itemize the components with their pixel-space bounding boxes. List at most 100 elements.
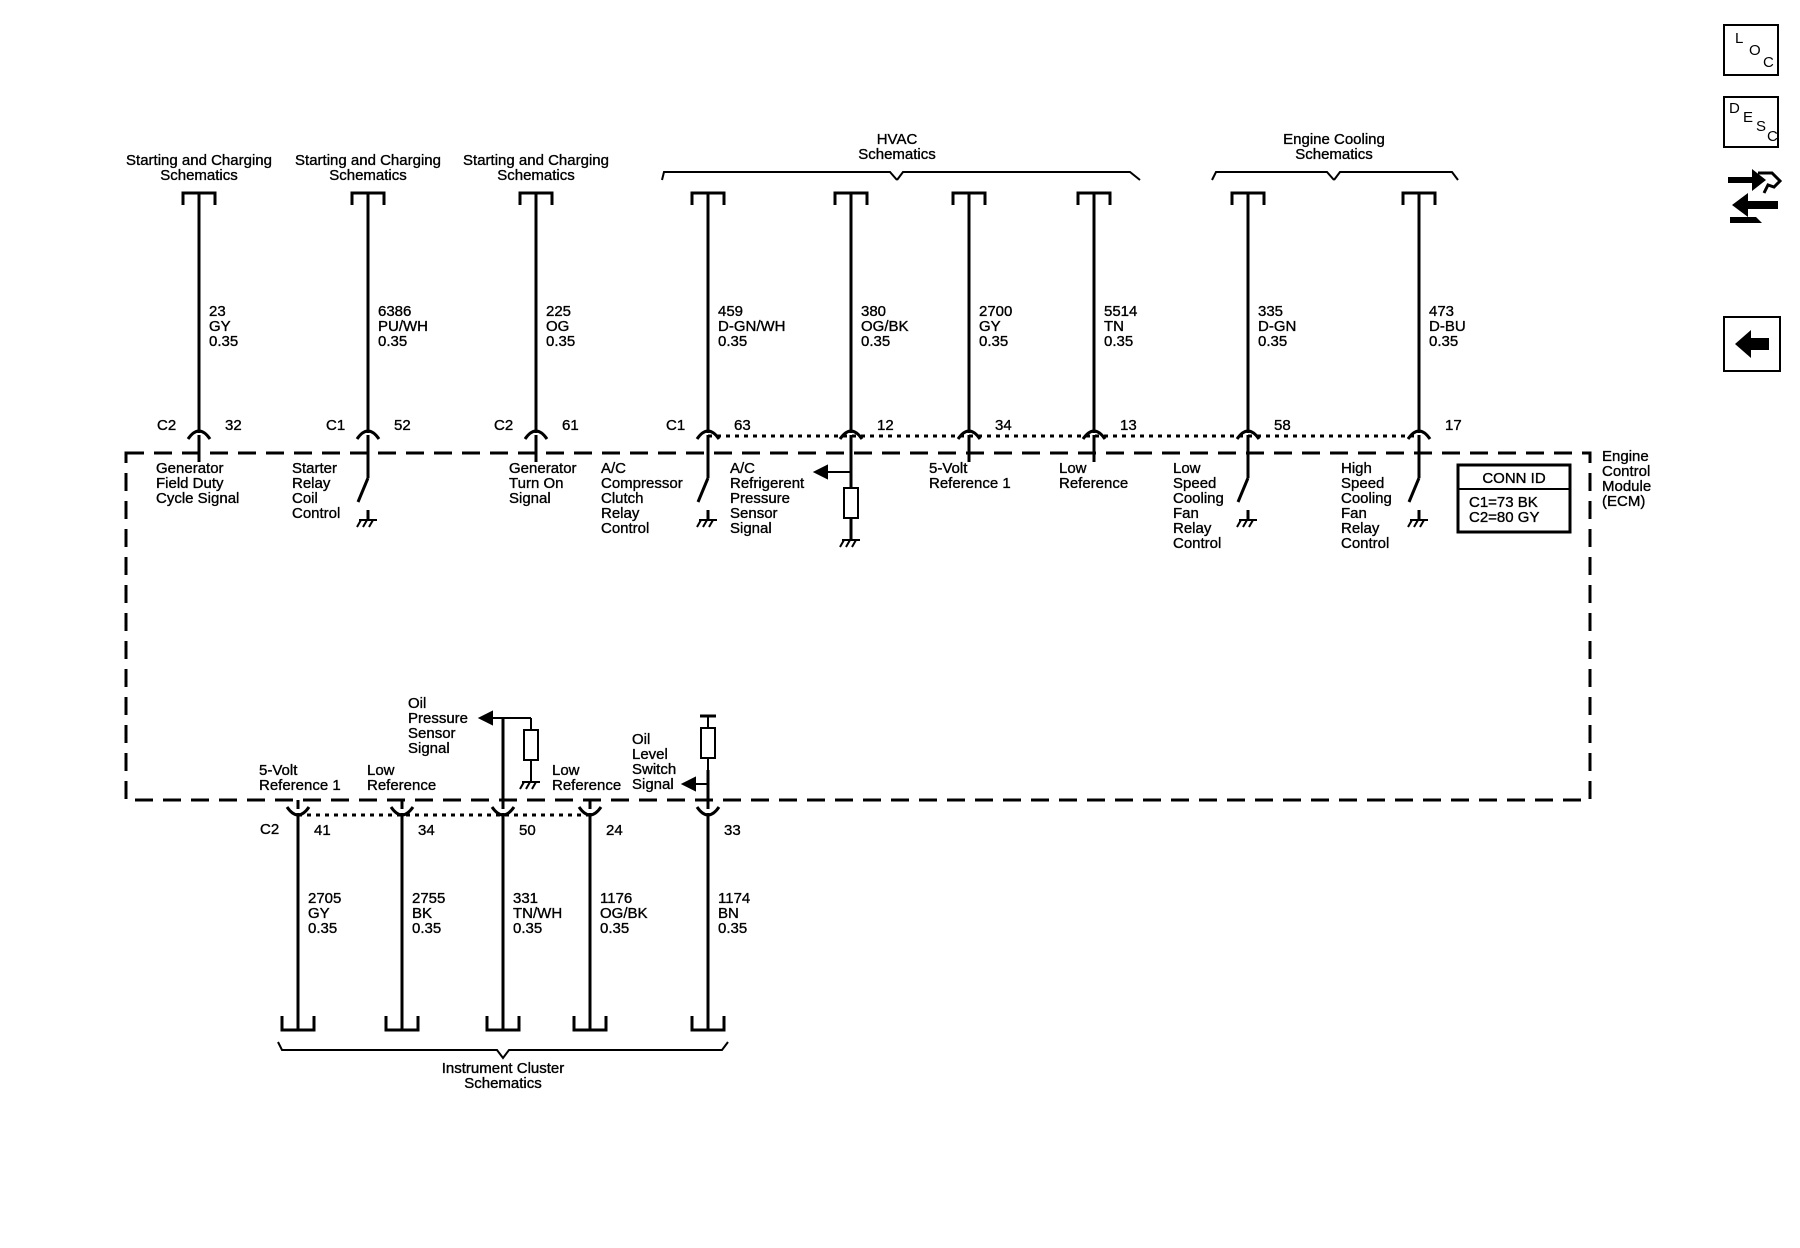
instrument-cluster-bracket	[277, 1041, 729, 1060]
bottom-connector-3	[572, 1016, 608, 1032]
desc-letter-e: E	[1743, 109, 1754, 126]
loc-letter-l: L	[1735, 30, 1744, 47]
top-pin-5	[956, 429, 982, 440]
top-pin-number-6: 13	[1120, 417, 1137, 434]
desc-letter-d: D	[1729, 100, 1740, 117]
bottom-pin-number-1: 34	[418, 822, 435, 839]
bottom-connector-0	[280, 1016, 316, 1032]
top-pin-number-5: 34	[995, 417, 1012, 434]
conn-id-title: CONN ID	[1482, 470, 1546, 487]
bottom-conn-id-0: C2	[260, 821, 279, 838]
top-pin-1	[355, 429, 381, 440]
top-pin-3	[695, 429, 721, 440]
ground-low-fan	[1236, 519, 1257, 528]
module-border	[124, 451, 1592, 802]
bottom-pin-number-3: 24	[606, 822, 623, 839]
switch-blade-ac	[696, 477, 710, 503]
engine-cooling-bracket	[1211, 171, 1459, 181]
ac-sensor-ground	[839, 539, 860, 548]
top-conn-id-3: C1	[666, 417, 685, 434]
switch-blade-low-fan	[1236, 477, 1250, 503]
switch-blade-starter	[356, 477, 370, 503]
bottom-connector-4	[690, 1016, 726, 1032]
top-pin-2	[523, 429, 549, 440]
top-pin-number-3: 63	[734, 417, 751, 434]
top-pin-6	[1081, 429, 1107, 440]
location-button[interactable]: L O C	[1723, 24, 1779, 76]
ground-starter	[356, 519, 377, 528]
top-pin-number-8: 17	[1445, 417, 1462, 434]
desc-letter-c: C	[1767, 128, 1778, 145]
top-conn-id-1: C1	[326, 417, 345, 434]
back-button[interactable]	[1723, 316, 1781, 372]
back-arrow-icon	[1735, 330, 1769, 358]
connector-swap-icon[interactable]	[1722, 163, 1784, 231]
top-pin-number-2: 61	[562, 417, 579, 434]
switch-blade-high-fan	[1407, 477, 1421, 503]
conn-id-line-0: C1=73 BK	[1469, 494, 1538, 511]
conn-id-line-1: C2=80 GY	[1469, 509, 1539, 526]
bottom-pin-number-2: 50	[519, 822, 536, 839]
loc-letter-o: O	[1749, 42, 1761, 59]
top-pin-0	[186, 429, 212, 440]
loc-letter-c: C	[1763, 54, 1774, 71]
oil-level-arrow	[680, 776, 696, 792]
top-pin-number-4: 12	[877, 417, 894, 434]
bottom-connector-1	[384, 1016, 420, 1032]
hvac-bracket	[661, 171, 1141, 181]
top-pin-number-7: 58	[1274, 417, 1291, 434]
oil-level-resistor	[700, 727, 716, 759]
oil-pressure-arrow	[477, 710, 493, 726]
top-pin-7	[1235, 429, 1261, 440]
conn-id-box	[1456, 463, 1572, 534]
ac-sensor-resistor	[843, 487, 859, 519]
top-pin-4	[838, 429, 864, 440]
bottom-pin-number-4: 33	[724, 822, 741, 839]
description-button[interactable]: D E S C	[1723, 96, 1779, 148]
top-conn-id-2: C2	[494, 417, 513, 434]
ground-high-fan	[1407, 519, 1428, 528]
ac-sensor-arrow	[812, 464, 828, 480]
desc-letter-s: S	[1756, 118, 1767, 135]
bottom-connector-2	[485, 1016, 521, 1032]
oil-pressure-resistor	[523, 729, 539, 761]
ground-ac	[696, 519, 717, 528]
top-pin-number-1: 52	[394, 417, 411, 434]
oil-pressure-ground	[519, 781, 540, 790]
